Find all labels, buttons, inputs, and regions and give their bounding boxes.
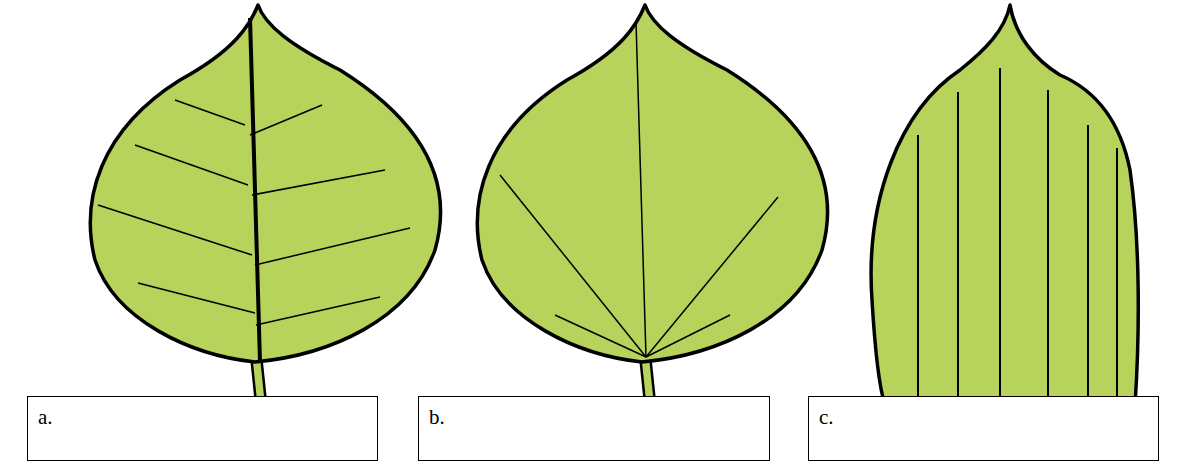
label-box: b. bbox=[418, 396, 770, 461]
parallel-leaf bbox=[871, 5, 1138, 405]
leaf-letter: b. bbox=[419, 397, 445, 430]
leaf-letter: a. bbox=[28, 397, 53, 430]
label-box: a. bbox=[27, 396, 378, 461]
palmate-leaf bbox=[477, 5, 827, 403]
label-box: c. bbox=[808, 396, 1159, 461]
leaf-letter: c. bbox=[809, 397, 834, 430]
pinnate-leaf bbox=[90, 5, 440, 403]
